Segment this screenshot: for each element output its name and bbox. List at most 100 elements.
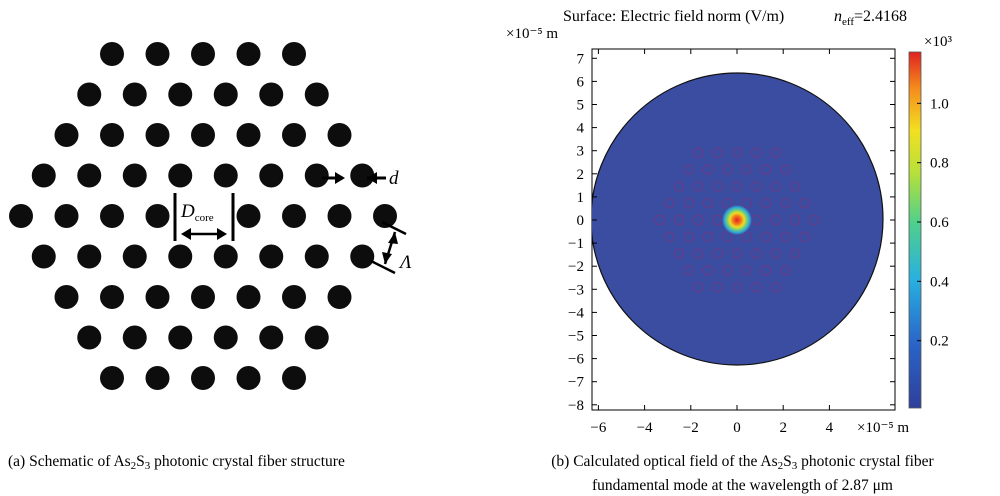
air-hole (236, 42, 261, 66)
y-tick-label: −3 (568, 282, 584, 298)
air-hole (100, 366, 124, 390)
air-hole (191, 123, 215, 147)
air-hole-outline (760, 231, 772, 243)
air-hole (168, 82, 193, 107)
air-hole-outline (789, 214, 801, 226)
air-hole-outline (693, 248, 704, 259)
air-hole-outline (751, 281, 762, 293)
air-hole-outline (770, 147, 781, 159)
y-tick-label: −4 (568, 305, 584, 321)
air-hole-outline (789, 181, 801, 192)
air-hole (191, 285, 215, 309)
x-tick-label: −4 (637, 420, 653, 436)
air-hole-outline (731, 248, 743, 259)
air-hole (236, 285, 261, 309)
air-hole (31, 244, 56, 269)
air-hole (327, 123, 352, 147)
x-tick-label: 4 (826, 420, 834, 436)
y-tick-label: 5 (577, 98, 585, 114)
air-hole (77, 244, 102, 269)
y-tick-label: −7 (568, 375, 584, 391)
air-hole (259, 82, 284, 107)
air-hole-outline (770, 214, 781, 226)
air-hole (100, 42, 124, 66)
air-hole-outline (770, 181, 781, 192)
air-hole-outline (702, 197, 714, 209)
pitch-tick-top (381, 220, 407, 236)
lambda-label: Λ (398, 252, 412, 273)
air-hole (9, 204, 33, 228)
air-hole-outline (779, 231, 791, 243)
air-hole-outline (712, 147, 723, 159)
y-tick-label: −5 (568, 329, 584, 345)
d-arrowhead-right (367, 172, 377, 184)
y-tick-label: −1 (568, 236, 584, 252)
y-tick-label: 2 (577, 167, 585, 183)
air-hole-outline (741, 197, 752, 209)
air-hole-outline (722, 164, 733, 175)
air-hole (304, 244, 329, 269)
core-arrowhead-right (217, 228, 227, 240)
plot-title: Surface: Electric field norm (V/m) (563, 8, 784, 25)
air-hole (168, 163, 193, 188)
air-hole (122, 163, 147, 188)
colorbar-tick-label: 0.8 (930, 156, 949, 172)
air-hole (122, 325, 147, 350)
air-hole (145, 204, 170, 228)
air-hole-outline (702, 265, 714, 276)
air-hole (282, 204, 306, 228)
air-hole-outline (770, 248, 781, 259)
air-hole (31, 163, 56, 188)
air-hole-outline (673, 214, 685, 226)
air-hole (373, 204, 397, 228)
panel-a-schematic: Λ d Dcore (9, 42, 412, 390)
air-hole (282, 366, 306, 390)
air-hole (213, 163, 238, 188)
air-hole (77, 325, 102, 350)
air-hole (304, 163, 329, 188)
d-arrowhead-left (335, 172, 345, 184)
air-hole (145, 366, 170, 390)
air-hole-outline (760, 197, 772, 209)
air-hole-outline (693, 214, 704, 226)
dcore-label: Dcore (180, 201, 214, 224)
air-hole (282, 285, 306, 309)
y-tick-label: 3 (577, 144, 585, 160)
air-hole-outline (751, 147, 762, 159)
air-hole-outline (712, 181, 723, 192)
y-tick-label: 7 (577, 51, 585, 67)
x-tick-label: 0 (733, 420, 741, 436)
air-hole (100, 123, 124, 147)
air-hole (100, 204, 124, 228)
air-hole (213, 244, 238, 269)
air-hole-outline (789, 248, 801, 259)
neff-label: neff=2.4168 (834, 8, 907, 28)
air-hole-outline (664, 197, 675, 209)
air-hole-outline (731, 147, 743, 159)
air-hole (350, 163, 375, 188)
air-hole-outline (779, 265, 791, 276)
air-hole (168, 325, 193, 350)
air-hole (191, 42, 215, 66)
air-hole-outline (712, 248, 723, 259)
air-hole (236, 123, 261, 147)
air-hole-outline (808, 214, 820, 226)
air-hole-outline (673, 181, 685, 192)
air-hole-outline (741, 265, 752, 276)
core-arrowhead-left (181, 228, 191, 240)
fundamental-mode-spot (722, 205, 752, 235)
air-hole-outline (722, 231, 733, 243)
air-hole (213, 325, 238, 350)
pitch-arrowhead-bottom (382, 252, 392, 264)
colorbar-tick-label: 0.6 (930, 215, 949, 231)
air-hole-outline (683, 265, 694, 276)
air-hole (145, 285, 170, 309)
d-label: d (389, 168, 399, 189)
air-hole (122, 82, 147, 107)
air-hole (54, 204, 79, 228)
air-hole (168, 244, 193, 269)
air-hole-outline (722, 265, 733, 276)
air-hole (259, 244, 284, 269)
colorbar-tick-label: 0.4 (930, 274, 949, 290)
air-hole-outline (683, 231, 694, 243)
